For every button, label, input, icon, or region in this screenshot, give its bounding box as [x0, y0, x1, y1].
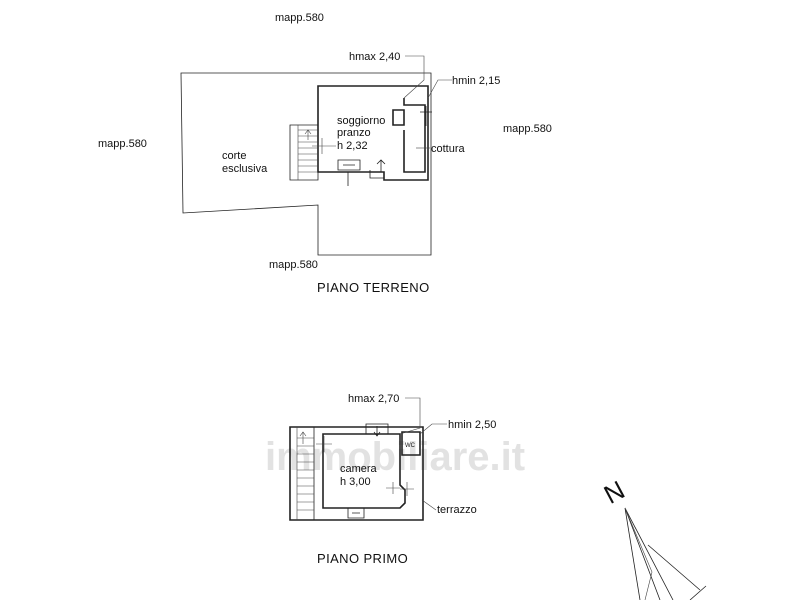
- corte-label-line1: corte: [222, 150, 246, 162]
- north-arrow-fill: [624, 507, 653, 600]
- hmax-leader-ground: [403, 55, 425, 99]
- north-arrow-needle: [624, 507, 707, 600]
- ground-cottura-wall: [403, 98, 426, 173]
- room-label-soggiorno: soggiorno: [337, 115, 385, 127]
- first-top-door: [365, 423, 389, 437]
- terrazzo-leader: [421, 499, 437, 511]
- corte-label-line2: esclusiva: [222, 163, 268, 175]
- ground-door-mark: [420, 106, 432, 126]
- first-staircase: [289, 426, 315, 521]
- room-marker-ground: [312, 138, 336, 154]
- north-arrow: N: [599, 474, 707, 600]
- ground-entry-steps: [337, 159, 361, 171]
- ground-staircase: [289, 124, 319, 181]
- hmax-label-ground: hmax 2,40: [349, 51, 400, 63]
- room-label-camera: camera: [340, 463, 378, 475]
- mapp-top-label: mapp.580: [275, 12, 324, 24]
- ground-kitchen-partition: [392, 109, 405, 126]
- hmin-label-ground: hmin 2,15: [452, 75, 500, 87]
- wc-label: WC: [405, 443, 416, 449]
- cottura-label: cottura: [431, 143, 466, 155]
- first-cross-marker-center: [386, 482, 400, 494]
- first-floor-plan: WC hmax 2,70 hmin 2,50 camera h 3,00 ter…: [289, 393, 496, 566]
- first-floor-title: PIANO PRIMO: [317, 551, 408, 566]
- ground-lot-boundary: [180, 72, 432, 256]
- watermark: immobiliare.it: [265, 435, 525, 479]
- room-height-first: h 3,00: [340, 476, 371, 488]
- first-room-walls: [322, 433, 406, 509]
- terrazzo-label: terrazzo: [437, 504, 477, 516]
- hmin-leader-first: [419, 423, 447, 435]
- ground-floor-title: PIANO TERRENO: [317, 280, 430, 295]
- hmax-leader-first: [399, 397, 421, 435]
- first-cross-marker-left: [316, 436, 332, 452]
- room-label-pranzo: pranzo: [337, 127, 371, 139]
- hmin-leader-ground: [427, 79, 452, 99]
- ground-steps-arrows: [347, 159, 386, 186]
- hmin-label-first: hmin 2,50: [448, 419, 496, 431]
- mapp-right-label: mapp.580: [503, 123, 552, 135]
- first-wc-box: [401, 431, 421, 456]
- ground-building-outline: [317, 85, 429, 181]
- ground-front-door: [369, 170, 384, 179]
- mapp-bottom-label: mapp.580: [269, 259, 318, 271]
- north-label: N: [599, 474, 630, 509]
- first-bottom-window: [347, 507, 365, 519]
- hmax-label-first: hmax 2,70: [348, 393, 399, 405]
- first-cross-marker-right: [400, 482, 414, 496]
- mapp-left-label: mapp.580: [98, 138, 147, 150]
- ground-floor-plan: mapp.580 mapp.580 mapp.580 mapp.580 hmax…: [98, 12, 552, 295]
- room-height-ground: h 2,32: [337, 140, 368, 152]
